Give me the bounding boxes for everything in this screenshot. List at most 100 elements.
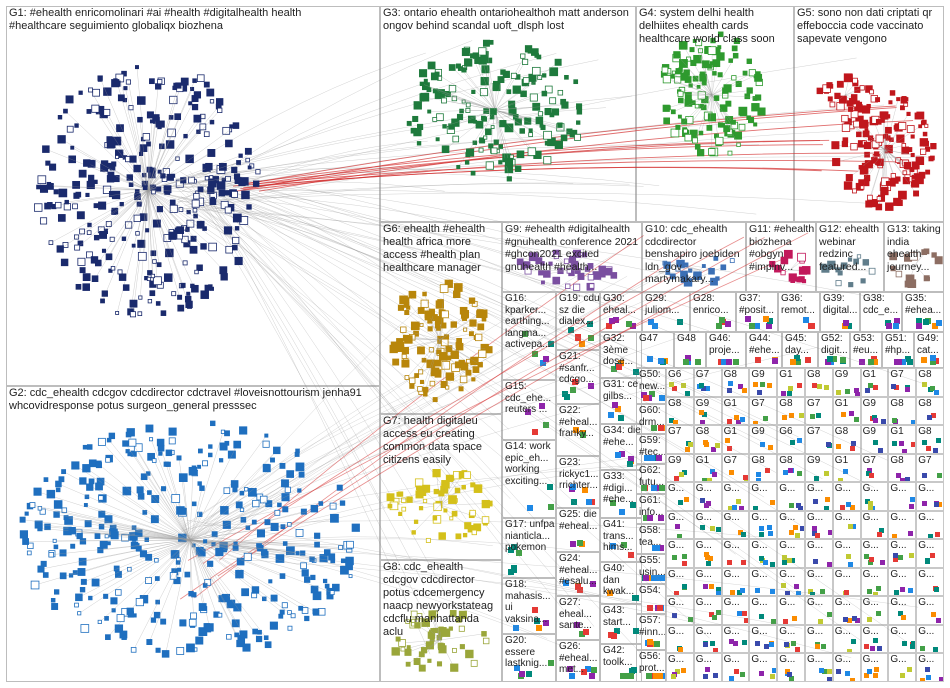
tiny-group-cell[interactable]: G8 xyxy=(888,454,916,483)
vertex-node[interactable] xyxy=(931,612,936,617)
tiny-group-cell[interactable]: G7 xyxy=(666,425,694,454)
vertex-node[interactable] xyxy=(706,501,711,506)
tiny-group-cell[interactable]: G9 xyxy=(749,368,777,397)
vertex-node[interactable] xyxy=(755,357,761,363)
vertex-node[interactable] xyxy=(901,615,906,620)
tiny-group-cell[interactable]: G... xyxy=(833,596,861,625)
vertex-node[interactable] xyxy=(939,677,944,682)
vertex-node[interactable] xyxy=(925,559,930,564)
group-g29-box[interactable]: G29: juliom... xyxy=(642,292,690,332)
vertex-node[interactable] xyxy=(909,504,914,509)
vertex-node[interactable] xyxy=(873,418,878,423)
vertex-node[interactable] xyxy=(868,501,873,506)
tiny-group-cell[interactable]: G... xyxy=(777,482,805,511)
vertex-node[interactable] xyxy=(742,640,747,645)
group-g10-box[interactable]: G10: cdc_ehealth cdcdirector benshapiro … xyxy=(642,222,746,292)
vertex-node[interactable] xyxy=(733,359,739,365)
vertex-node[interactable] xyxy=(787,391,792,396)
tiny-group-cell[interactable]: G... xyxy=(861,568,889,597)
vertex-node[interactable] xyxy=(710,641,715,646)
vertex-node[interactable] xyxy=(763,416,768,421)
vertex-node[interactable] xyxy=(658,358,664,364)
vertex-node[interactable] xyxy=(843,469,848,474)
vertex-node[interactable] xyxy=(631,667,637,673)
tiny-group-cell[interactable]: G... xyxy=(749,482,777,511)
vertex-node[interactable] xyxy=(827,677,832,682)
group-g35-box[interactable]: G35: #ehea... xyxy=(902,292,944,332)
vertex-node[interactable] xyxy=(678,647,683,652)
group-g4-box[interactable]: G4: system delhi health delhiites ehealt… xyxy=(636,6,794,222)
tiny-group-cell[interactable]: G... xyxy=(722,625,750,654)
vertex-node[interactable] xyxy=(548,504,554,510)
tiny-group-cell[interactable]: G... xyxy=(666,625,694,654)
tiny-group-cell[interactable]: G6 xyxy=(666,368,694,397)
vertex-node[interactable] xyxy=(532,429,538,435)
vertex-node[interactable] xyxy=(864,644,869,649)
tiny-group-cell[interactable]: G... xyxy=(694,653,722,682)
vertex-node[interactable] xyxy=(805,357,811,363)
vertex-node[interactable] xyxy=(737,611,742,616)
tiny-group-cell[interactable]: G... xyxy=(722,653,750,682)
vertex-node[interactable] xyxy=(922,440,927,445)
vertex-node[interactable] xyxy=(934,390,939,395)
vertex-node[interactable] xyxy=(770,674,775,679)
tiny-group-cell[interactable]: G8 xyxy=(805,368,833,397)
group-g59-box[interactable]: G59: #tec... xyxy=(636,434,666,464)
vertex-node[interactable] xyxy=(836,669,841,674)
vertex-node[interactable] xyxy=(772,668,777,673)
tiny-group-cell[interactable]: G... xyxy=(888,568,916,597)
vertex-node[interactable] xyxy=(699,410,704,415)
vertex-node[interactable] xyxy=(908,531,913,536)
vertex-node[interactable] xyxy=(814,476,819,481)
vertex-node[interactable] xyxy=(726,359,732,365)
tiny-group-cell[interactable]: G7 xyxy=(888,368,916,397)
group-g18-box[interactable]: G18: mahasis... ui vaksina... xyxy=(502,578,556,634)
vertex-node[interactable] xyxy=(659,395,665,401)
tiny-group-cell[interactable]: G9 xyxy=(805,454,833,483)
vertex-node[interactable] xyxy=(732,505,737,510)
vertex-node[interactable] xyxy=(788,468,793,473)
tiny-group-cell[interactable]: G1 xyxy=(833,397,861,426)
vertex-node[interactable] xyxy=(922,473,927,478)
tiny-group-cell[interactable]: G... xyxy=(666,539,694,568)
vertex-node[interactable] xyxy=(703,584,708,589)
vertex-node[interactable] xyxy=(892,418,897,423)
tiny-group-cell[interactable]: G1 xyxy=(694,454,722,483)
tiny-group-cell[interactable]: G... xyxy=(666,653,694,682)
vertex-node[interactable] xyxy=(611,633,617,639)
tiny-group-cell[interactable]: G8 xyxy=(777,454,805,483)
vertex-node[interactable] xyxy=(877,532,882,537)
vertex-node[interactable] xyxy=(672,555,677,560)
tiny-group-cell[interactable]: G... xyxy=(861,482,889,511)
vertex-node[interactable] xyxy=(684,497,689,502)
vertex-node[interactable] xyxy=(579,341,585,347)
group-g46-box[interactable]: G46: proje... xyxy=(706,332,746,368)
vertex-node[interactable] xyxy=(673,420,678,425)
vertex-node[interactable] xyxy=(654,641,660,647)
vertex-node[interactable] xyxy=(799,413,804,418)
tiny-group-cell[interactable]: G8 xyxy=(666,397,694,426)
vertex-node[interactable] xyxy=(905,387,910,392)
vertex-node[interactable] xyxy=(769,642,774,647)
vertex-node[interactable] xyxy=(902,641,907,646)
vertex-node[interactable] xyxy=(930,355,936,361)
vertex-node[interactable] xyxy=(867,669,872,674)
vertex-node[interactable] xyxy=(763,560,768,565)
vertex-node[interactable] xyxy=(791,641,796,646)
vertex-node[interactable] xyxy=(900,587,905,592)
vertex-node[interactable] xyxy=(873,638,878,643)
tiny-group-cell[interactable]: G... xyxy=(888,596,916,625)
tiny-group-cell[interactable]: G1 xyxy=(722,397,750,426)
vertex-node[interactable] xyxy=(789,413,794,418)
vertex-node[interactable] xyxy=(907,667,912,672)
vertex-node[interactable] xyxy=(770,500,775,505)
vertex-node[interactable] xyxy=(704,442,709,447)
vertex-node[interactable] xyxy=(785,591,790,596)
vertex-node[interactable] xyxy=(840,357,846,363)
tiny-group-cell[interactable]: G9 xyxy=(861,425,889,454)
group-g37-box[interactable]: G37: #posit... xyxy=(736,292,778,332)
tiny-group-cell[interactable]: G7 xyxy=(805,397,833,426)
vertex-node[interactable] xyxy=(570,387,576,393)
tiny-group-cell[interactable]: G... xyxy=(888,653,916,682)
vertex-node[interactable] xyxy=(755,588,760,593)
